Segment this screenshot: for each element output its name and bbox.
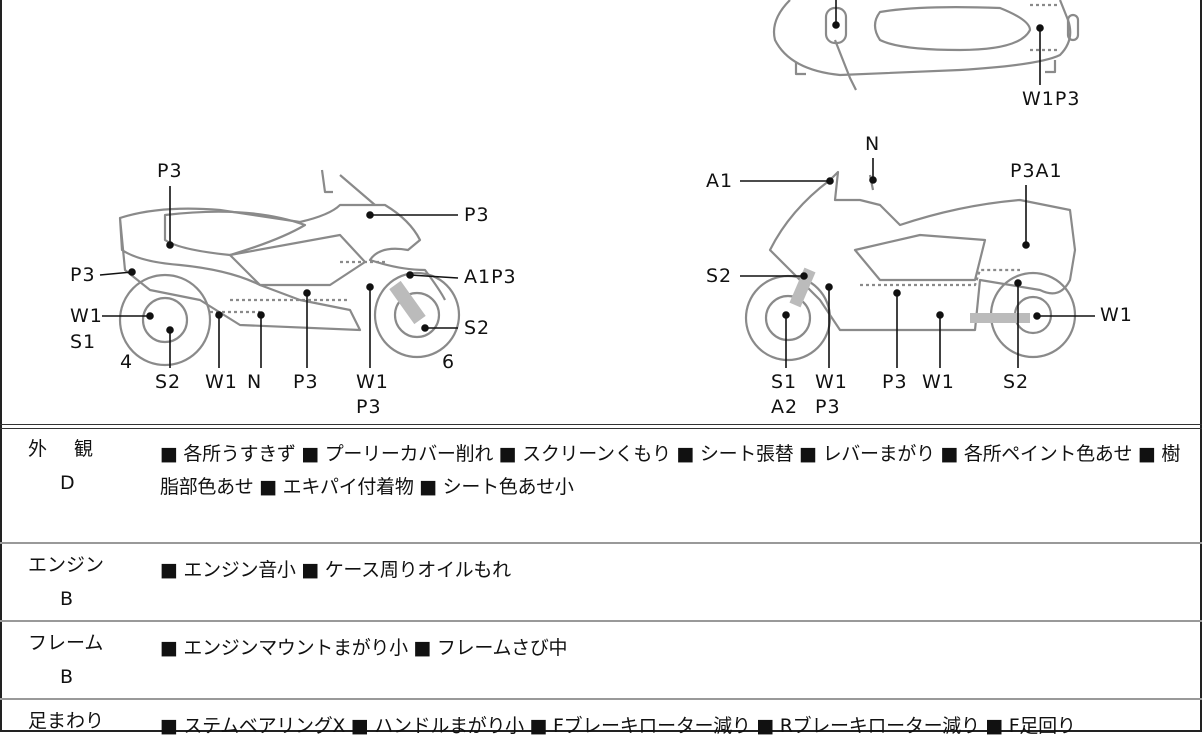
label-left-s2: S2 xyxy=(155,371,182,393)
label-left-w1-bottom: W1 xyxy=(205,371,238,393)
label-right-s2: S2 xyxy=(706,265,733,287)
label-right-n: N xyxy=(865,133,881,155)
row-frame: フレーム B ■ エンジンマウントまがり小 ■ フレームさび中 xyxy=(0,622,1202,698)
label-right-a1: A1 xyxy=(706,170,734,192)
label-left-n: N xyxy=(247,371,263,393)
label-right-s1: S1 xyxy=(771,371,798,393)
row-category: フレーム xyxy=(28,632,104,654)
row-items: ■ エンジン音小 ■ ケース周りオイルもれ xyxy=(160,559,511,581)
label-left-p3-seat: P3 xyxy=(157,160,183,182)
row-category: 外 観 xyxy=(28,438,98,460)
scooter-right-side xyxy=(744,170,1077,362)
label-left-s2-front: S2 xyxy=(464,317,491,339)
damage-diagram: W1P3 P3 P3 P3 A1P3 W1 S1 S2 4 6 S2 W1 N … xyxy=(70,0,1133,418)
label-left-s1: S1 xyxy=(70,331,97,353)
label-left-p3-front: P3 xyxy=(464,204,490,226)
label-left-p3-bottom2: P3 xyxy=(356,396,382,418)
divider xyxy=(0,542,1202,544)
row-grade: B xyxy=(60,588,74,610)
row-category: エンジン xyxy=(28,554,105,576)
row-items: ■ ステムベアリングX ■ ハンドルまがり小 ■ Fブレーキローター減り ■ R… xyxy=(160,715,1076,737)
scooter-left-side xyxy=(118,169,461,367)
divider xyxy=(0,698,1202,700)
row-items: ■ 各所うすきず ■ プーリーカバー削れ ■ スクリーンくもり ■ シート張替 … xyxy=(160,443,1181,498)
row-suspension: 足まわり ■ ステムベアリングX ■ ハンドルまがり小 ■ Fブレーキローター減… xyxy=(0,700,1202,740)
scooter-top-view xyxy=(772,0,1080,91)
label-left-p3-bottom: P3 xyxy=(293,371,319,393)
row-engine: エンジン B ■ エンジン音小 ■ ケース周りオイルもれ xyxy=(0,544,1202,620)
label-right-p3-bottom2: P3 xyxy=(815,396,841,418)
label-left-4: 4 xyxy=(120,351,134,373)
label-left-w1-bottom2: W1 xyxy=(356,371,389,393)
label-right-w1-bottom: W1 xyxy=(815,371,848,393)
row-grade: B xyxy=(60,666,74,688)
label-top-w1p3: W1P3 xyxy=(1022,88,1081,110)
divider xyxy=(0,424,1202,429)
label-left-w1: W1 xyxy=(70,305,103,327)
label-right-p3a1: P3A1 xyxy=(1010,160,1063,182)
row-exterior: 外 観 D ■ 各所うすきず ■ プーリーカバー削れ ■ スクリーンくもり ■ … xyxy=(0,428,1202,542)
row-items: ■ エンジンマウントまがり小 ■ フレームさび中 xyxy=(160,637,568,659)
leader-lines xyxy=(99,0,1095,368)
label-right-p3: P3 xyxy=(882,371,908,393)
label-right-w1: W1 xyxy=(1100,304,1133,326)
label-right-s2-bottom: S2 xyxy=(1003,371,1030,393)
row-grade: D xyxy=(60,472,75,494)
label-right-a2: A2 xyxy=(771,396,799,418)
scooter-illustrations xyxy=(99,0,1095,368)
label-left-6: 6 xyxy=(442,351,456,373)
label-left-p3-rear: P3 xyxy=(70,264,96,286)
label-right-w1-bottom3: W1 xyxy=(922,371,955,393)
divider xyxy=(0,620,1202,622)
label-left-a1p3: A1P3 xyxy=(464,266,517,288)
